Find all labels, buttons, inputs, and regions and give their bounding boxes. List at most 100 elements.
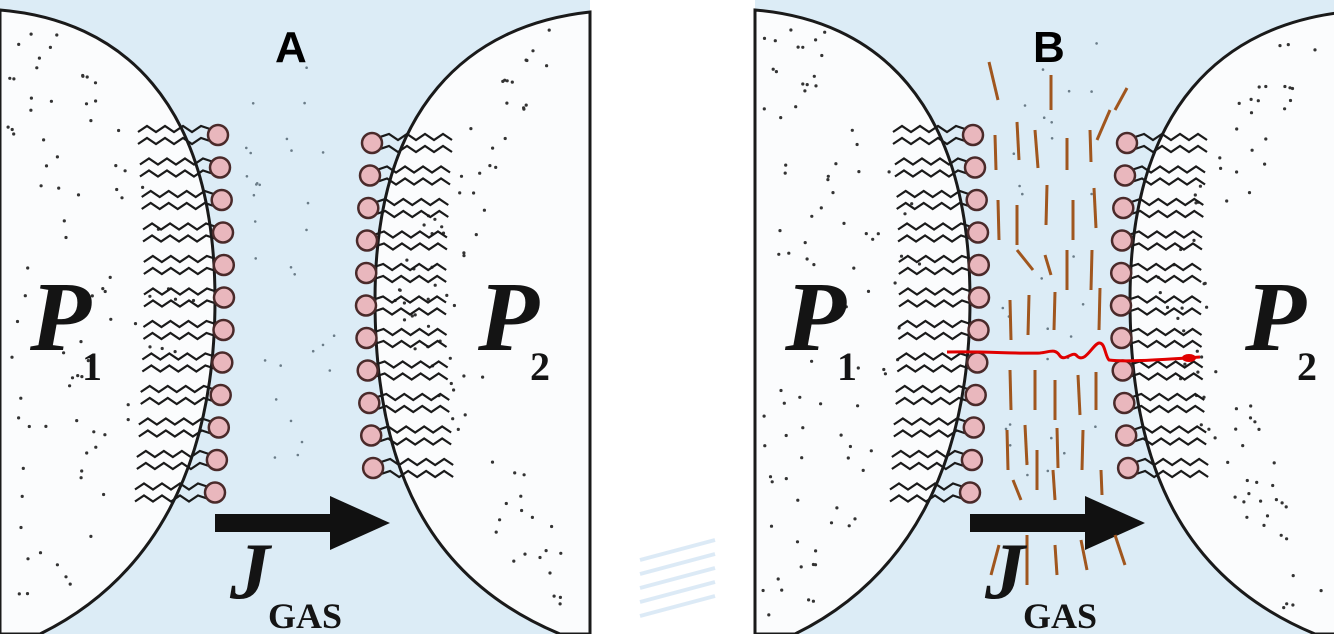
surfactant-tail xyxy=(142,319,216,329)
gas-dot xyxy=(290,149,293,152)
flux-arrow-head xyxy=(1085,496,1145,550)
surfactant-head xyxy=(964,383,987,407)
surfactant-tail xyxy=(1129,230,1203,239)
gas-dot xyxy=(1249,97,1253,101)
gas-dot xyxy=(133,322,138,326)
gas-dot xyxy=(101,287,105,291)
rupture-dash xyxy=(1015,121,1021,161)
panel-letter: A xyxy=(275,23,307,72)
gas-dot xyxy=(805,257,809,261)
gas-dot xyxy=(1069,335,1073,338)
gas-dot xyxy=(19,396,23,400)
gas-dot xyxy=(876,232,880,236)
gas-dot xyxy=(76,193,81,197)
surfactant-tail xyxy=(1128,307,1202,316)
rupture-dash xyxy=(1113,534,1127,566)
gas-dot xyxy=(494,165,498,169)
gas-dot xyxy=(1207,427,1211,431)
gas-dot xyxy=(1072,255,1075,258)
gas-dot xyxy=(1192,238,1196,242)
gas-dot xyxy=(463,413,467,417)
left-pressure-subscript: 1 xyxy=(837,344,857,389)
surfactant-tail xyxy=(374,327,448,337)
rupture-dash xyxy=(1052,291,1057,331)
gas-dot xyxy=(85,451,89,455)
surfactant-tail xyxy=(373,262,447,272)
rupture-dash xyxy=(1011,479,1023,501)
gas-dot xyxy=(55,563,60,567)
gas-dot xyxy=(114,164,118,168)
surfactant-tail xyxy=(141,364,215,373)
flux-arrow-shaft xyxy=(215,514,340,532)
gas-dot xyxy=(44,424,48,428)
gas-dot xyxy=(48,45,53,50)
gas-dot xyxy=(440,225,444,229)
gas-dot xyxy=(103,289,107,294)
gas-dot xyxy=(1094,425,1097,429)
rupture-dash xyxy=(1051,469,1057,501)
gas-dot xyxy=(826,174,830,178)
gas-dot xyxy=(503,136,507,141)
surfactant-tail xyxy=(380,469,454,479)
gas-dot xyxy=(803,241,807,245)
surfactant-tail xyxy=(375,360,449,369)
gas-dot xyxy=(451,417,455,421)
gas-dot xyxy=(19,525,23,530)
gas-dot xyxy=(279,364,283,367)
left-pressure-subscript: 1 xyxy=(82,344,102,389)
rupture-dash xyxy=(1080,429,1085,471)
rupture-dash xyxy=(1095,109,1112,141)
surfactant-tail xyxy=(1131,404,1205,414)
gas-dot xyxy=(44,164,49,168)
gas-dot xyxy=(1182,329,1186,333)
surfactant-head xyxy=(1110,229,1134,252)
gas-dot xyxy=(6,125,10,129)
surfactant-head xyxy=(359,424,383,447)
gas-dot xyxy=(17,416,21,420)
surfactant-head xyxy=(203,481,227,504)
surfactant-tail xyxy=(1130,360,1204,369)
rupture-dash xyxy=(1008,299,1013,341)
gas-dot xyxy=(321,343,325,347)
gas-dot xyxy=(12,132,16,136)
surfactant-tail xyxy=(375,372,449,381)
surfactant-tail xyxy=(139,169,213,178)
gas-dot xyxy=(1218,156,1222,160)
gas-dot xyxy=(462,254,466,258)
gas-dot xyxy=(770,480,774,484)
gas-dot xyxy=(62,351,66,355)
gas-dot xyxy=(783,171,787,175)
surfactant-tail xyxy=(138,417,212,426)
gas-dot xyxy=(835,506,839,510)
gas-dot xyxy=(49,99,54,103)
gas-dot xyxy=(803,89,807,93)
rupture-dash xyxy=(1099,469,1104,496)
gas-dot xyxy=(433,217,437,221)
surfactant-head xyxy=(354,294,378,317)
gas-dot xyxy=(413,347,417,351)
surfactant-tail xyxy=(1129,339,1203,349)
gas-dot xyxy=(303,101,306,105)
gas-dot xyxy=(1286,43,1290,47)
gas-dot xyxy=(869,449,873,453)
gas-dot xyxy=(856,404,860,408)
gas-dot xyxy=(839,433,843,437)
gas-dot xyxy=(801,45,805,49)
gas-dot xyxy=(1203,281,1207,285)
surfactant-head xyxy=(211,351,234,374)
gas-dot xyxy=(523,552,527,556)
gas-dot xyxy=(79,476,83,480)
surfactant-tail xyxy=(894,157,968,166)
gas-dot xyxy=(1250,148,1254,152)
gas-dot xyxy=(856,366,860,370)
gas-dot xyxy=(1050,137,1054,140)
gas-dot xyxy=(289,266,293,269)
rupture-dash xyxy=(1015,249,1035,271)
gas-dot xyxy=(90,294,94,298)
gas-dot xyxy=(70,376,75,380)
surfactant-tail xyxy=(377,177,451,186)
gas-dot xyxy=(1249,111,1254,115)
surfactant-head xyxy=(211,221,235,244)
gas-dot xyxy=(448,356,452,360)
gas-dot xyxy=(64,575,68,579)
